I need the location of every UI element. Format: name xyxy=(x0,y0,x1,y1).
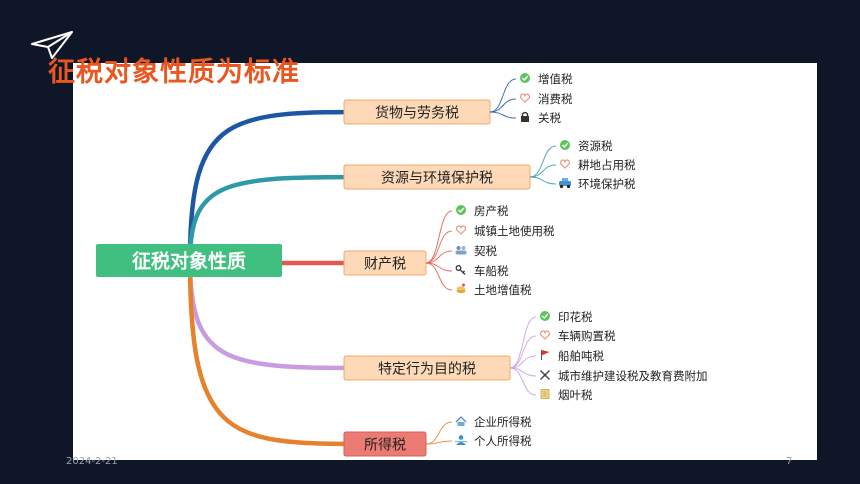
leaf-node: 烟叶税 xyxy=(540,388,593,402)
book-icon xyxy=(540,389,550,399)
leaf-connector xyxy=(489,111,517,119)
page-number: 7 xyxy=(786,456,793,467)
leaf-label: 环境保护税 xyxy=(578,177,636,191)
leaf-node: 土地增值税 xyxy=(456,283,532,297)
leaf-connector xyxy=(425,262,453,291)
leaf-connector xyxy=(425,250,453,264)
check-icon xyxy=(540,311,550,321)
leaf-label: 土地增值税 xyxy=(474,283,532,297)
root-label: 征税对象性质 xyxy=(132,250,246,273)
branch-label: 财产税 xyxy=(364,257,406,273)
mindmap-root-node: 征税对象性质 xyxy=(96,244,282,277)
branch-label: 所得税 xyxy=(364,437,406,454)
check-icon xyxy=(456,205,466,215)
leaf-connector xyxy=(509,367,537,396)
leaf-node: 消费税 xyxy=(519,92,573,106)
tools-icon xyxy=(540,370,550,380)
leaf-node: 个人所得税 xyxy=(455,434,532,448)
leaf-connector xyxy=(509,316,537,369)
leaf-connector xyxy=(529,145,557,178)
heart-icon xyxy=(455,225,467,235)
leaf-label: 车辆购置税 xyxy=(558,329,616,343)
leaf-label: 房产税 xyxy=(474,204,509,218)
leaf-label: 契税 xyxy=(474,244,497,258)
leaf-connector xyxy=(489,78,517,113)
leaf-node: 关税 xyxy=(521,111,561,125)
leaf-connector xyxy=(425,230,453,264)
check-icon xyxy=(520,73,530,83)
branch-connector-1 xyxy=(187,109,377,263)
people-icon xyxy=(455,246,467,255)
branch-node-2: 资源与环境保护税 xyxy=(343,164,531,190)
paper-plane-icon xyxy=(31,31,73,59)
leaf-connector xyxy=(529,164,557,178)
leaf-label: 印花税 xyxy=(558,310,593,324)
leaf-node: 企业所得税 xyxy=(455,415,532,429)
leaf-node: 船舶吨税 xyxy=(541,349,604,363)
branch-connector-5 xyxy=(187,258,377,447)
leaf-label: 个人所得税 xyxy=(474,434,532,448)
leaf-label: 城镇土地使用税 xyxy=(474,224,555,238)
leaf-node: 城镇土地使用税 xyxy=(455,224,555,238)
branch-node-5: 所得税 xyxy=(343,431,427,457)
branch-node-4: 特定行为目的税 xyxy=(343,355,511,381)
slide-title: 征税对象性质为标准 xyxy=(48,57,300,88)
leaf-connector xyxy=(529,176,557,185)
heart-icon xyxy=(559,159,571,169)
check-icon xyxy=(560,140,570,150)
person-icon xyxy=(455,435,467,445)
leaf-label: 船舶吨税 xyxy=(558,349,604,363)
leaf-label: 烟叶税 xyxy=(558,388,593,402)
leaf-node: 契税 xyxy=(455,244,497,258)
key-icon xyxy=(455,265,466,275)
lock-icon xyxy=(521,111,529,122)
leaf-label: 资源税 xyxy=(578,139,613,153)
leaf-connector xyxy=(509,335,537,369)
heart-icon xyxy=(539,330,551,340)
leaf-node: 城市维护建设税及教育费附加 xyxy=(540,369,708,383)
leaf-connector xyxy=(509,355,537,369)
branch-label: 货物与劳务税 xyxy=(375,105,459,122)
leaf-label: 消费税 xyxy=(538,92,573,106)
leaf-label: 城市维护建设税及教育费附加 xyxy=(558,369,708,383)
leaf-node: 增值税 xyxy=(520,72,573,86)
branch-node-1: 货物与劳务税 xyxy=(343,99,491,125)
leaf-connector xyxy=(489,98,517,113)
leaf-node: 车船税 xyxy=(455,264,509,278)
branch-label: 特定行为目的税 xyxy=(378,362,476,378)
leaf-node: 车辆购置税 xyxy=(539,329,616,343)
leaf-label: 车船税 xyxy=(474,264,509,278)
leaf-connector xyxy=(425,210,453,264)
branch-connector-2 xyxy=(187,174,377,263)
leaf-label: 耕地占用税 xyxy=(578,158,636,172)
leaf-connector xyxy=(425,421,453,445)
leaf-node: 资源税 xyxy=(560,139,613,153)
coins-icon xyxy=(456,283,466,293)
leaf-node: 房产税 xyxy=(456,204,509,218)
leaf-label: 关税 xyxy=(538,111,561,125)
car-icon xyxy=(559,178,571,189)
leaf-label: 企业所得税 xyxy=(474,415,532,429)
leaf-label: 增值税 xyxy=(538,72,573,86)
flag-icon xyxy=(541,350,550,360)
leaf-node: 耕地占用税 xyxy=(559,158,636,172)
heart-icon xyxy=(519,93,531,103)
leaf-node: 环境保护税 xyxy=(559,177,636,191)
footer-date: 2024-2-21 xyxy=(66,456,118,467)
building-icon xyxy=(455,416,467,426)
leaf-connector xyxy=(425,440,453,445)
branch-node-3: 财产税 xyxy=(343,250,427,276)
leaf-node: 印花税 xyxy=(540,310,593,324)
branch-label: 资源与环境保护税 xyxy=(381,171,493,187)
